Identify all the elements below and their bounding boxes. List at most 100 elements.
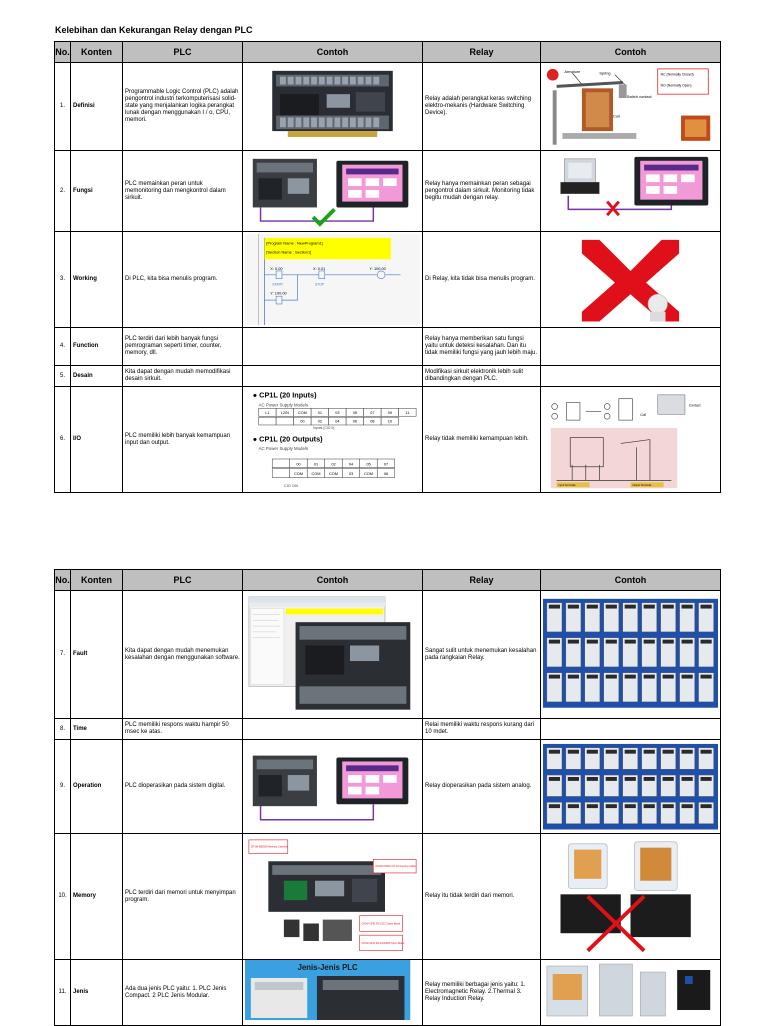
cell-relay: Di Relay, kita tidak bisa menulis progra… [422,231,541,328]
cell-plc: Programmable Logic Control (PLC) adalah … [122,62,243,151]
header-konten: Konten [70,41,123,63]
relay-module-top [624,749,636,754]
relay-module [546,602,563,633]
relay-module-top [662,674,674,679]
io-terminal-label: 01 [318,410,322,415]
io-terminal-label: 01 [314,461,318,466]
ladder-diagram-image: [Program Name : NewProgram1] [Section Na… [245,233,420,326]
cell-konten: Fungsi [70,150,123,232]
cell-konten: Desain [70,365,123,387]
cell-plc: PLC memiliki respons waktu hampir 50 mse… [122,718,243,740]
cell-relay-example [540,365,721,387]
ladder-label-stop: STOP [315,282,325,286]
cell-relay: Relay dioperasikan pada sistem analog. [422,739,541,834]
relay-module-top [700,803,712,808]
relay-module [679,602,695,633]
relay-module [698,672,714,703]
cell-no: 1. [54,62,71,151]
table-header-row: No. Konten PLC Contoh Relay Contoh [54,41,721,63]
relay-label-armature: Armature [564,68,580,73]
relay-module-top [586,639,598,644]
cell-relay-example [540,959,721,1026]
io-terminal-label: 03 [335,410,339,415]
relay-module [622,602,638,633]
relay-module [584,637,601,668]
relay-module-top [567,604,579,609]
io-terminal-label: 00 [296,461,300,466]
cell-plc: Ada dua jenis PLC yaitu: 1. PLC Jenis Co… [122,959,243,1026]
relay-module-top [605,749,617,754]
plc-unit-image [245,65,420,149]
ladder-contact-2: X: 0.01 [313,266,325,271]
memory-label-2: CP1W-CN811 I/O Connecting Cable [375,865,416,868]
io-outputs-caption: CIO 100 [284,483,298,488]
relay-module-top [700,776,712,781]
relay-module-top [681,803,693,808]
io-terminal-label: L2/N [281,410,289,415]
cell-konten: I/O [70,386,123,493]
io-terminal-label: 08 [370,418,374,423]
relay-module [698,637,714,668]
cell-plc-example [242,590,423,719]
relay-module-top [586,604,598,609]
relay-module-top [624,604,636,609]
relay-module-top [700,639,712,644]
ladder-section-name: [Section Name : Section1] [266,249,311,254]
cell-relay: Relay tidak memiliki kemampuan lebih. [422,386,541,493]
relay-module [660,637,676,668]
relay-module-top [681,674,693,679]
cell-relay-example [540,833,721,960]
relay-module-top [662,604,674,609]
relay-module-top [643,639,655,644]
cell-no: 9. [54,739,71,834]
cell-konten: Time [70,718,123,740]
cell-no: 8. [54,718,71,740]
relay-module-top [548,604,561,609]
header-contoh-relay: Contoh [540,41,721,63]
cell-relay: Relay hanya memainkan peran sebagai peng… [422,150,541,232]
io-terminal-label: 09 [388,410,392,415]
cell-relay-example [540,739,721,834]
relay-module-top [548,776,561,781]
relay-module-top [624,639,636,644]
io-terminal-label: 02 [318,418,322,423]
io-terminal-label: 02 [331,461,335,466]
relay-module [584,672,601,703]
relay-module-top [643,803,655,808]
relay-label-contacts: Switch contact [627,94,653,99]
relay-module-top [567,639,579,644]
relay-module-top [643,674,655,679]
relay-module [698,602,714,633]
cell-plc: PLC memainkan peran untuk memonitoring d… [122,150,243,232]
plc-hmi-image [245,742,420,831]
relay-module [546,637,563,668]
relay-module-top [586,803,598,808]
relay-module [641,672,657,703]
relay-module-top [700,749,712,754]
io-terminal-label: COM [364,471,373,476]
cell-relay-example: Coil Contact Input Terminals [540,386,721,493]
io-terminal [376,468,395,478]
plc-memory-options-image: CP1W-ME05M Memory Cassette CP1W-CN811 I/… [245,836,420,957]
relay-module-top [548,674,561,679]
relay-module [565,637,582,668]
relay-module [565,602,582,633]
table-row: 1. Definisi Programmable Logic Control (… [54,62,721,151]
relay-module-top [567,803,579,808]
cell-plc-example [242,327,423,366]
memory-label-3: CP1W-CIF01 RS-232C Option Board [362,923,401,926]
ladder-contact-1: X: 0.00 [270,266,282,271]
cell-relay-example [540,327,721,366]
relay-module-top [700,674,712,679]
cell-relay-example: Armature Spring Coil Switch contact NC (… [540,62,721,151]
io-terminal [376,458,395,468]
relay-module-top [662,776,674,781]
io-terminal [398,408,417,417]
relay-label-spring: Spring [599,70,610,75]
relay-socket-cross-image [543,836,718,957]
io-terminal-label: 07 [370,410,374,415]
io-terminal-label: 10 [388,418,392,423]
relay-bank-image [543,593,718,716]
relay-module-top [586,776,598,781]
table-row: 7. Fault Kita dapat dengan mudah menemuk… [54,590,721,719]
